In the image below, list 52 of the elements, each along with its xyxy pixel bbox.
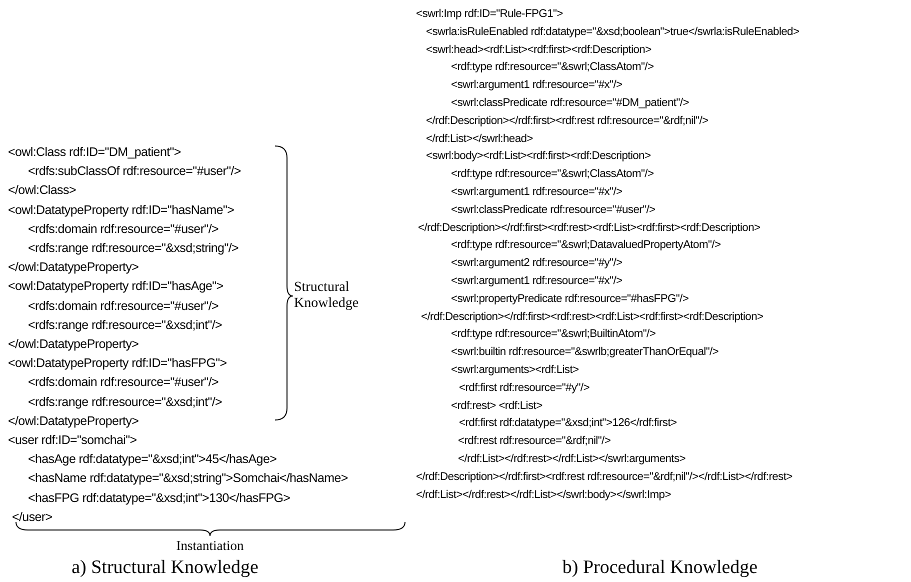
code-line: <owl:DatatypeProperty rdf:ID="hasFPG"> [8, 356, 227, 371]
code-line: <owl:DatatypeProperty rdf:ID="hasAge"> [8, 279, 224, 294]
code-line: <rdfs:range rdf:resource="&xsd;int"/> [28, 394, 222, 409]
code-line: <rdfs:domain rdf:resource="#user"/> [28, 222, 218, 236]
code-line: <hasFPG rdf:datatype="&xsd;int">130</hasFPG> [28, 490, 290, 505]
code-line: <swrl:argument1 rdf:resource="#x"/> [451, 79, 622, 92]
figure-caption: b) Procedural Knowledge [562, 557, 758, 579]
code-line: </owl:DatatypeProperty> [8, 414, 139, 428]
bracket-label: Instantiation [176, 538, 244, 554]
code-line: <swrl:arguments><rdf:List> [451, 364, 579, 377]
code-line: </rdf:List></rdf:rest></rdf:List></swrl:arguments> [458, 453, 686, 466]
code-line: <owl:Class rdf:ID="DM_patient"> [8, 145, 181, 160]
code-line: <rdf:rest> <rdf:List> [451, 400, 542, 412]
code-line: </rdf:List></swrl:head> [426, 132, 533, 146]
code-line: </rdf:List></rdf:rest></rdf:List></swrl:body></swrl:Imp> [416, 488, 671, 502]
code-line: <swrl:body><rdf:List><rdf:first><rdf:Description> [426, 150, 651, 164]
code-line: <swrla:isRuleEnabled rdf:datatype="&xsd;boolean">true</swrla:isRuleEnabled> [426, 26, 800, 39]
code-line: <rdfs:domain rdf:resource="#user"/> [28, 298, 218, 313]
code-line: <rdf:type rdf:resource="&swrl;ClassAtom"/> [451, 168, 654, 182]
code-line: <rdf:first rdf:datatype="&xsd;int">126</rdf:first> [459, 417, 677, 430]
code-line: <swrl:argument2 rdf:resource="#y"/> [451, 257, 622, 270]
code-line: <rdfs:subClassOf rdf:resource="#user"/> [28, 164, 241, 179]
code-line: </rdf:Description></rdf:first><rdf:rest><rdf:List><rdf:first><rdf:Description> [421, 310, 764, 324]
code-line: </owl:Class> [8, 183, 76, 198]
code-line: <swrl:classPredicate rdf:resource="#DM_patient"/> [451, 97, 689, 110]
code-line: <rdf:rest rdf:resource="&rdf;nil"/> [458, 435, 611, 448]
code-line: <swrl:argument1 rdf:resource="#x"/> [451, 275, 622, 288]
code-line: <rdf:type rdf:resource="&swrl;BuiltinAtom"/> [451, 328, 656, 342]
code-line: <user rdf:ID="somchai"> [8, 433, 137, 448]
code-line: <swrl:builtin rdf:resource="&swrlb;greaterThanOrEqual"/> [451, 346, 719, 360]
code-line: <rdf:type rdf:resource="&swrl;DatavaluedPropertyAtom"/> [451, 239, 721, 252]
code-line: </rdf:Description></rdf:first><rdf:rest rdf:resource="&rdf;nil"/></rdf:List></rdf:rest> [416, 470, 792, 484]
code-line: <rdfs:domain rdf:resource="#user"/> [28, 375, 218, 390]
bracket-label: Structural Knowledge [294, 280, 360, 312]
code-line: </owl:DatatypeProperty> [8, 260, 139, 275]
code-line: <owl:DatatypeProperty rdf:ID="hasName"> [8, 202, 234, 217]
code-line: <swrl:classPredicate rdf:resource="#user"/> [451, 204, 656, 217]
code-line: <swrl:Imp rdf:ID="Rule-FPG1"> [416, 8, 563, 21]
code-line: </user> [12, 510, 52, 524]
code-line: <swrl:argument1 rdf:resource="#x"/> [451, 186, 622, 199]
code-line: <rdf:first rdf:resource="#y"/> [459, 382, 590, 395]
code-line: <rdfs:range rdf:resource="&xsd;int"/> [28, 318, 222, 332]
code-line: </owl:DatatypeProperty> [8, 337, 139, 352]
code-line: <hasAge rdf:datatype="&xsd;int">45</hasAge> [28, 452, 277, 467]
code-line: </rdf:Description></rdf:first><rdf:rest><rdf:List><rdf:first><rdf:Description> [418, 222, 760, 234]
code-line: <hasName rdf:datatype="&xsd;string">Somchai</hasName> [28, 471, 348, 486]
code-line: <swrl:head><rdf:List><rdf:first><rdf:Description> [426, 44, 652, 56]
code-line: <rdfs:range rdf:resource="&xsd;string"/> [28, 241, 239, 256]
figure-caption: a) Structural Knowledge [72, 557, 258, 579]
code-line: <rdf:type rdf:resource="&swrl;ClassAtom"/> [451, 61, 654, 74]
code-line: <swrl:propertyPredicate rdf:resource="#hasFPG"/> [451, 292, 689, 306]
code-line: </rdf:Description></rdf:first><rdf:rest rdf:resource="&rdf;nil"/> [426, 114, 708, 128]
